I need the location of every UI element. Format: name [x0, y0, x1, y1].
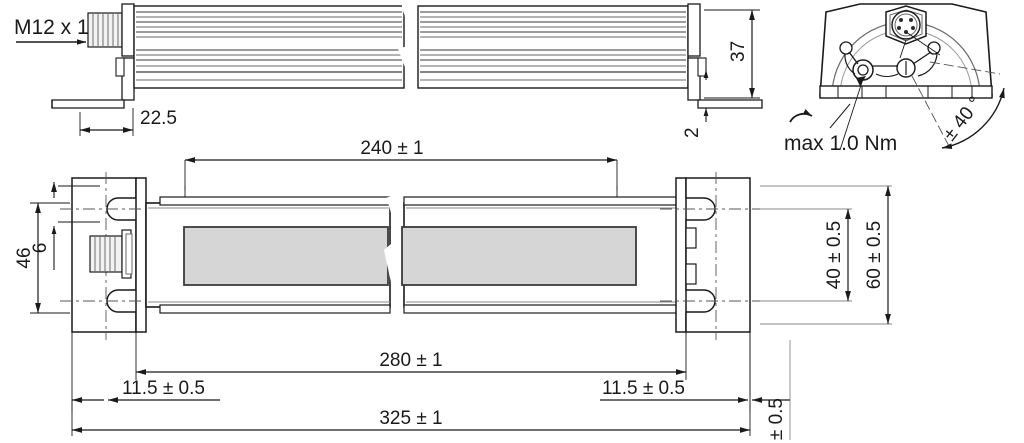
- hex-nut-connector: [885, 5, 927, 45]
- sensor-window-left: [183, 226, 389, 286]
- dimension-window-length: 240 ± 1: [184, 138, 618, 220]
- torque-annotation: max 1.0 Nm: [784, 76, 897, 155]
- dim-37-label: 37: [728, 41, 749, 62]
- m12-thread-label: M12 x 1: [14, 16, 89, 39]
- dimension-hole-spacing-inner: 40 ± 0.5: [760, 208, 852, 302]
- dimension-housing-height: 37: [704, 9, 760, 99]
- m12-connector-top: [87, 12, 123, 48]
- torque-leader-line: [829, 103, 851, 129]
- dimension-total-length: 325 ± 1: [71, 400, 751, 436]
- dimension-body-height: 46: [14, 202, 70, 314]
- break-line-top-view: [398, 2, 424, 92]
- end-view-group: max 1.0 Nm ± 40 °: [784, 3, 1005, 155]
- dimension-bracket-depth: 22.5: [79, 108, 177, 136]
- pivot-screw-features: [839, 41, 941, 81]
- torque-label: max 1.0 Nm: [784, 132, 897, 155]
- dim-280-label: 280 ± 1: [379, 350, 442, 371]
- dimension-left-offset: 11.5 ± 0.5: [71, 332, 220, 412]
- torque-curved-arrow: [789, 109, 813, 123]
- end-view-base-plate: [819, 85, 993, 99]
- dim-46-label: 46: [14, 247, 35, 268]
- right-bracket-feature-bottom: [685, 263, 697, 285]
- dimension-mounting-span: 280 ± 1: [135, 332, 687, 380]
- break-line-main-view: [383, 194, 411, 318]
- dim-22-5-label: 22.5: [140, 108, 177, 129]
- dimension-hole-spacing-outer: 60 ± 0.5: [760, 185, 892, 325]
- right-bracket-outline: [685, 177, 751, 333]
- right-bracket-feature-top: [685, 227, 697, 249]
- housing-main-left: [145, 196, 391, 314]
- dim-2-label: 2: [682, 127, 703, 138]
- dim-left-11-5-label: 11.5 ± 0.5: [122, 378, 205, 399]
- dim-60-label: 60 ± 0.5: [864, 221, 885, 290]
- housing-main-right: [401, 196, 685, 314]
- dim-right-11-5-label: 11.5 ± 0.5: [602, 378, 685, 399]
- dim-23-5-label: 23.5 ± 0.5: [766, 398, 787, 443]
- main-view-group: 240 ± 1: [14, 138, 892, 443]
- dim-240-label: 240 ± 1: [360, 138, 423, 159]
- dimension-slot-height: 6: [30, 182, 100, 270]
- angle-arc: [941, 87, 1005, 150]
- housing-profile-left: [133, 5, 405, 89]
- top-view-group: M12 x 1: [14, 2, 763, 138]
- mounting-bracket-top-right: [687, 3, 763, 109]
- sensor-window-right: [401, 226, 637, 286]
- angle-label: ± 40 °: [939, 93, 986, 145]
- dim-325-label: 325 ± 1: [379, 408, 442, 429]
- left-bracket-plate: [135, 177, 147, 333]
- dim-6-label: 6: [30, 243, 51, 254]
- right-bracket-plate: [675, 177, 687, 333]
- dimension-foot-thickness: 2: [682, 70, 709, 138]
- housing-profile-right: [417, 5, 689, 89]
- dimension-bracket-depth-tol: 23.5 ± 0.5: [749, 332, 791, 443]
- dim-40-label: 40 ± 0.5: [824, 221, 845, 290]
- m12-connector-main: [89, 229, 133, 279]
- right-bracket: [660, 172, 770, 340]
- dimension-right-offset: 11.5 ± 0.5: [600, 332, 751, 412]
